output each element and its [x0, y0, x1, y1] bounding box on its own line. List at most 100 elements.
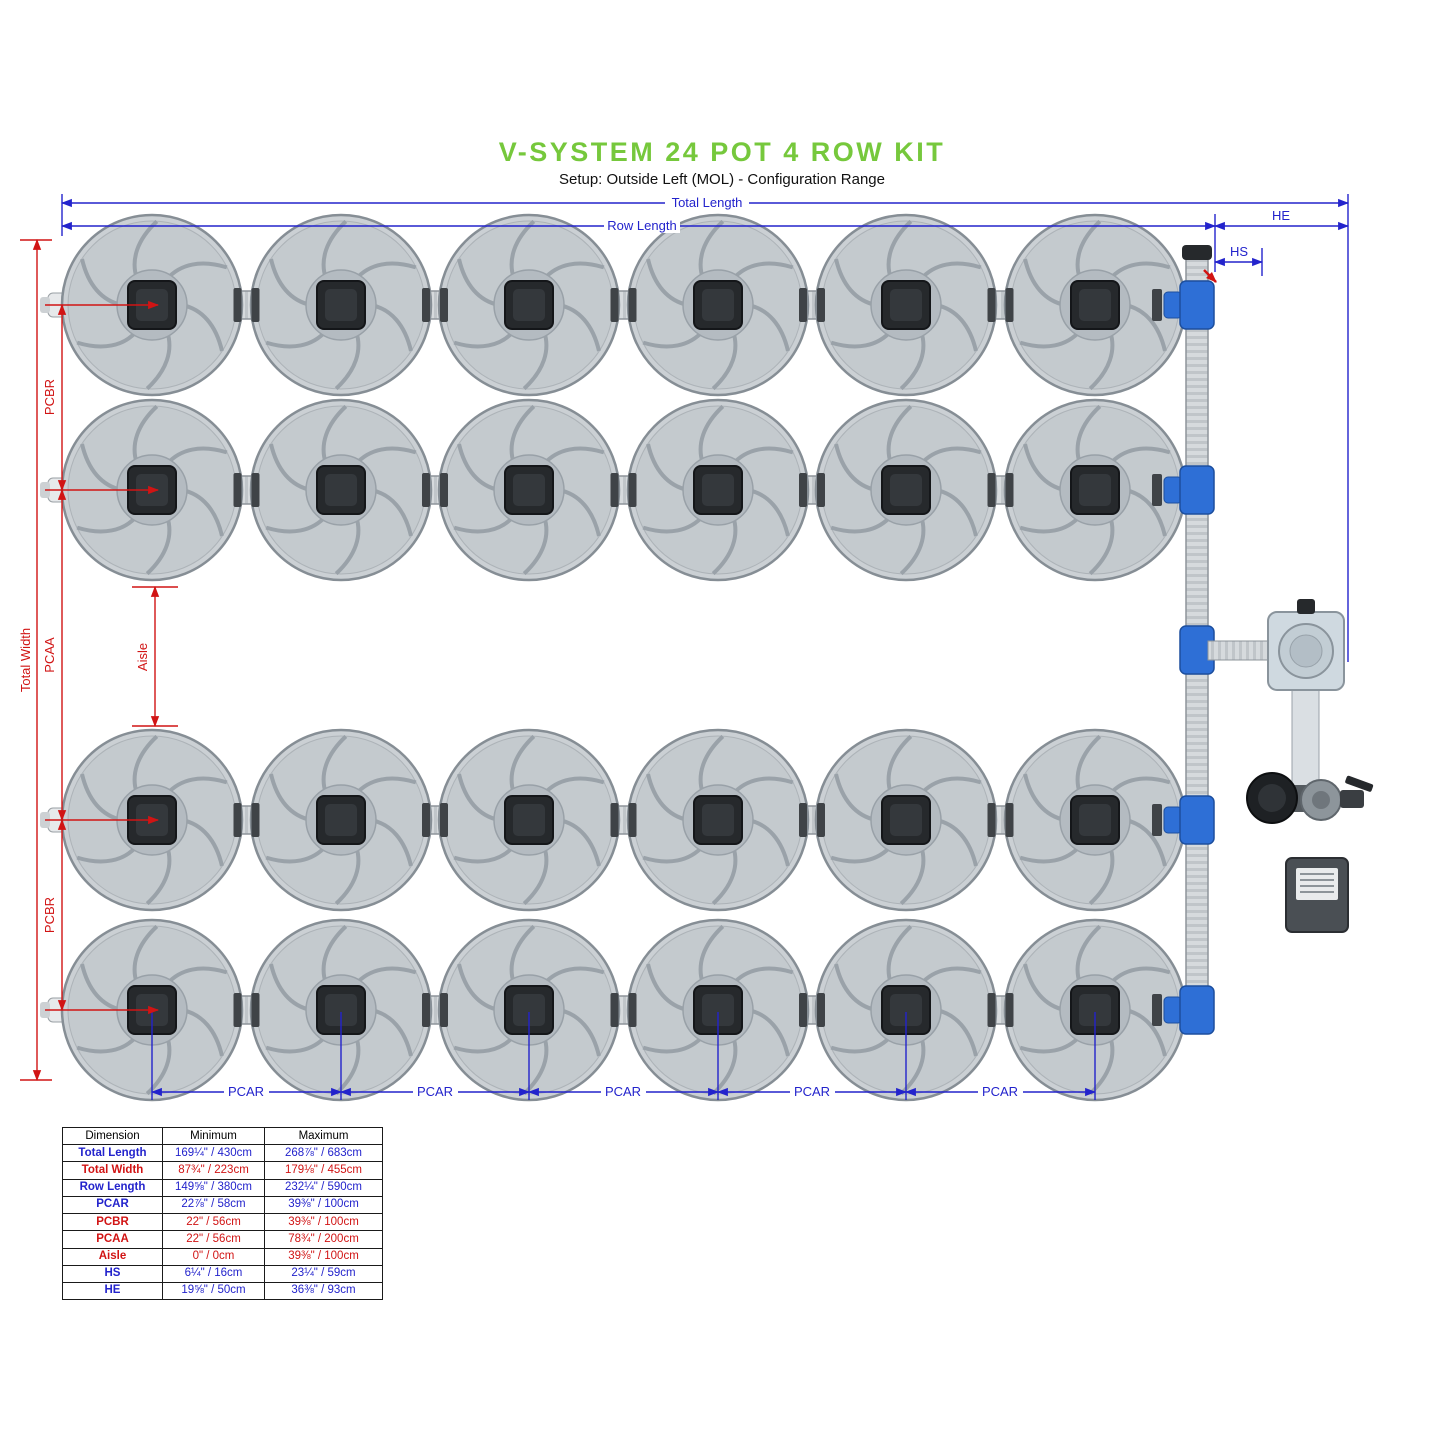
grow-pot: [626, 213, 810, 397]
pipe-clamp: [233, 288, 242, 322]
grow-pot: [437, 728, 621, 912]
pipe-clamp: [628, 993, 637, 1027]
pcbr-top-label: PCBR: [42, 379, 57, 415]
pipe-clamp: [440, 288, 448, 322]
page-subtitle: Setup: Outside Left (MOL) - Configuratio…: [559, 171, 885, 188]
dimension-cell: Aisle: [62, 1247, 163, 1266]
pipe-clamp: [799, 993, 807, 1027]
grow-pot: [249, 398, 433, 582]
pipe-clamp: [817, 803, 825, 837]
pipe-clamp: [817, 288, 825, 322]
dimension-cell: 179⅛" / 455cm: [264, 1161, 383, 1180]
pipe-clamp: [817, 993, 825, 1027]
pipe-clamp: [251, 803, 260, 837]
pipe-clamp: [440, 473, 448, 507]
row-clamp: [1152, 994, 1162, 1026]
pipe-clamp: [987, 288, 996, 322]
pipe-clamp: [987, 803, 996, 837]
down-pipe: [1291, 689, 1320, 787]
dimension-cell: 0" / 0cm: [162, 1247, 265, 1266]
pipe-clamp: [233, 473, 242, 507]
row-clamp: [1152, 804, 1162, 836]
pipe-clamp: [987, 473, 996, 507]
grow-pot: [626, 728, 810, 912]
dimension-cell: 22" / 56cm: [162, 1230, 265, 1249]
grow-pot: [814, 398, 998, 582]
dimension-cell: 36⅜" / 93cm: [264, 1281, 383, 1301]
dimension-cell: Total Length: [62, 1144, 163, 1163]
feed-pipe: [1207, 640, 1271, 661]
pot-layer: [60, 213, 1187, 1102]
manifold-top-cap: [1182, 245, 1212, 260]
manifold-tee: [1179, 280, 1215, 330]
manifold: [1152, 245, 1215, 1035]
grow-pot: [437, 213, 621, 397]
total-length-label: Total Length: [672, 195, 743, 210]
pump-head-port: [1312, 791, 1330, 809]
pipe-clamp: [422, 473, 430, 507]
grow-pot: [437, 398, 621, 582]
dimension-cell: 39⅜" / 100cm: [264, 1195, 383, 1215]
dimension-cell: Total Width: [62, 1161, 163, 1180]
pipe-clamp: [251, 288, 260, 322]
pipe-clamp: [817, 473, 825, 507]
pipe-clamp: [233, 993, 242, 1027]
controller-panel: [1296, 868, 1338, 900]
table-header-row: Dimension Minimum Maximum: [62, 1126, 383, 1146]
red-dimensions: Total Width PCBR PCAA PCBR Aisle: [18, 238, 1217, 1082]
pcar-label: PCAR: [794, 1084, 830, 1099]
manifold-tee: [1179, 985, 1215, 1035]
pipe-clamp: [799, 288, 807, 322]
pcbr-bottom-label: PCBR: [42, 897, 57, 933]
grow-pot: [626, 398, 810, 582]
dimension-cell: HS: [62, 1264, 163, 1283]
pipe-clamp: [628, 473, 637, 507]
blue-dimensions: Total Length Row Length HE HS PCAR PCAR …: [60, 194, 1350, 1100]
pipe-clamp: [422, 288, 430, 322]
tank-lid-inner: [1289, 634, 1323, 668]
pipe-clamp: [1005, 288, 1014, 322]
header-dimension: Dimension: [62, 1126, 163, 1146]
manifold-tee: [1179, 465, 1215, 515]
dimension-cell: HE: [62, 1281, 163, 1301]
row-length-label: Row Length: [607, 218, 676, 233]
dimension-cell: 6¼" / 16cm: [162, 1264, 265, 1283]
pipe-clamp: [440, 993, 448, 1027]
pipe-clamp: [440, 803, 448, 837]
pcar-label: PCAR: [228, 1084, 264, 1099]
row-pipes: [40, 290, 1193, 1025]
clamp-layer: [233, 288, 1014, 1027]
header-maximum: Maximum: [264, 1126, 383, 1146]
pipe-clamp: [799, 803, 807, 837]
flow-direction-arrow: [1203, 269, 1217, 283]
dimension-cell: 169¼" / 430cm: [162, 1144, 265, 1163]
pipe-clamp: [987, 993, 996, 1027]
pcar-label: PCAR: [605, 1084, 641, 1099]
pipe-clamp: [799, 473, 807, 507]
grow-pot: [249, 213, 433, 397]
manifold-tee: [1179, 795, 1215, 845]
dimension-cell: 268⅞" / 683cm: [264, 1144, 383, 1163]
dimension-cell: 78¾" / 200cm: [264, 1230, 383, 1249]
pcar-label: PCAR: [417, 1084, 453, 1099]
row-clamp: [1152, 474, 1162, 506]
pipe-clamp: [628, 288, 637, 322]
dimension-cell: PCAA: [62, 1230, 163, 1249]
pipe-clamp: [422, 993, 430, 1027]
total-width-label: Total Width: [18, 628, 33, 692]
pcaa-label: PCAA: [42, 637, 57, 673]
hs-label: HS: [1230, 244, 1248, 259]
dimension-cell: 149⅝" / 380cm: [162, 1178, 265, 1197]
